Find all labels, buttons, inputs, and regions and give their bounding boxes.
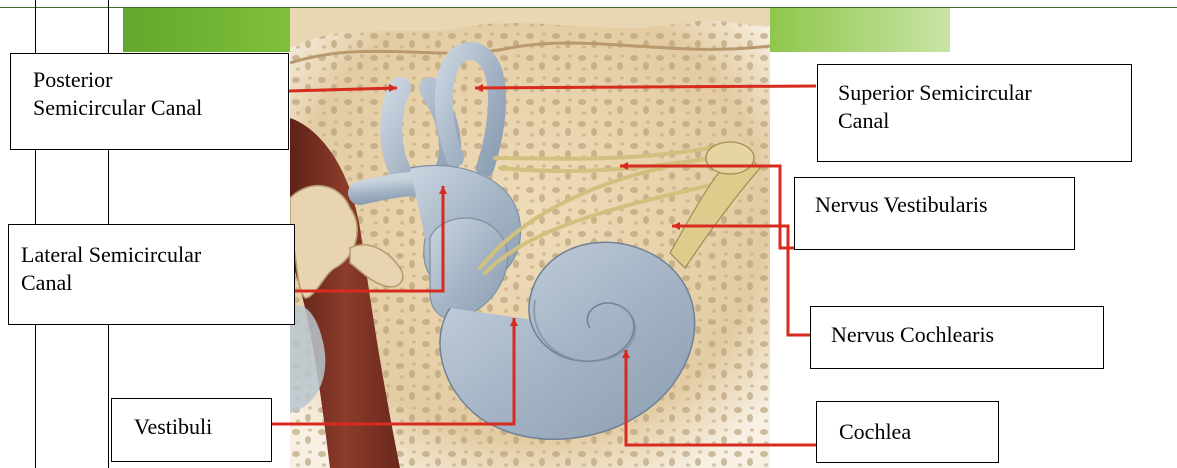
label-lateral-line1: Lateral Semicircular xyxy=(21,241,294,269)
nervus-vestibularis-leader xyxy=(620,166,794,248)
label-superior-line2: Canal xyxy=(838,107,1131,135)
vestibuli-leader xyxy=(272,318,514,424)
label-posterior-line2: Semicircular Canal xyxy=(33,94,288,122)
label-nervus-vestibularis-text: Nervus Vestibularis xyxy=(815,191,1074,219)
label-nervus-vestibularis: Nervus Vestibularis xyxy=(794,177,1075,250)
label-nervus-cochlearis-text: Nervus Cochlearis xyxy=(831,321,1103,349)
label-nervus-cochlearis: Nervus Cochlearis xyxy=(810,306,1104,369)
label-vestibuli: Vestibuli xyxy=(111,398,272,462)
label-superior-line1: Superior Semicircular xyxy=(838,79,1131,107)
label-posterior-line1: Posterior xyxy=(33,66,288,94)
label-lateral-line2: Canal xyxy=(21,269,294,297)
lateral-canal-leader xyxy=(295,186,443,291)
label-cochlea-text: Cochlea xyxy=(839,418,998,446)
nervus-cochlearis-leader xyxy=(672,226,810,335)
label-posterior-semicircular-canal: Posterior Semicircular Canal xyxy=(10,53,289,150)
label-superior-semicircular-canal: Superior Semicircular Canal xyxy=(817,64,1132,162)
superior-canal-leader xyxy=(475,86,816,88)
label-cochlea: Cochlea xyxy=(816,401,999,463)
label-vestibuli-text: Vestibuli xyxy=(134,413,271,441)
label-lateral-semicircular-canal: Lateral Semicircular Canal xyxy=(8,224,295,325)
posterior-canal-leader xyxy=(289,88,397,91)
cochlea-leader xyxy=(626,350,816,445)
